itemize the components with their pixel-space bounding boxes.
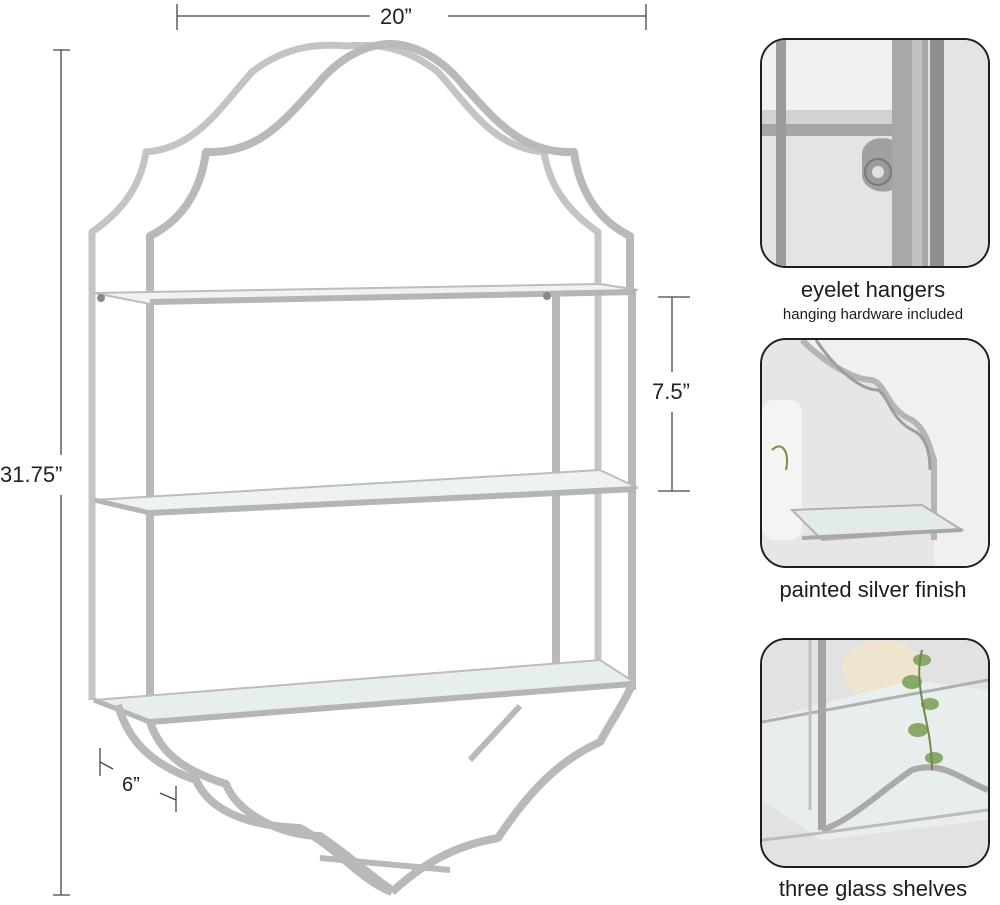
height-dimension-line bbox=[53, 49, 70, 896]
silver-finish-detail-panel bbox=[760, 338, 990, 568]
bottom-glass-shelf bbox=[93, 658, 637, 726]
shelf-spacing-dimension-line bbox=[658, 296, 690, 492]
middle-glass-shelf bbox=[93, 468, 639, 516]
silver-finish-caption: painted silver finish bbox=[779, 577, 967, 602]
bottom-scalloped-base bbox=[114, 682, 636, 896]
top-glass-shelf bbox=[93, 282, 639, 306]
depth-dimension-line bbox=[99, 748, 177, 812]
shelf-spacing-label: 7.5” bbox=[652, 379, 690, 404]
depth-label: 6” bbox=[122, 774, 140, 796]
wall-shelf-illustration bbox=[53, 4, 690, 896]
width-dimension-line bbox=[176, 4, 647, 30]
glass-shelves-detail-panel bbox=[760, 638, 990, 868]
shelf-front-frame bbox=[146, 40, 636, 720]
eyelet-hanger-detail-panel bbox=[760, 38, 990, 268]
eyelet-hanger-detail bbox=[762, 40, 988, 266]
glass-shelves-caption: three glass shelves bbox=[778, 876, 968, 901]
eyelet-left-icon bbox=[97, 294, 105, 302]
eyelet-hangers-caption: eyelet hangers bbox=[800, 277, 946, 302]
height-label: 31.75” bbox=[0, 462, 63, 487]
width-label: 20” bbox=[380, 4, 412, 29]
silver-finish-detail bbox=[762, 340, 988, 566]
eyelet-right-icon bbox=[543, 292, 551, 300]
eyelet-hangers-subcaption: hanging hardware included bbox=[782, 306, 964, 323]
glass-shelves-detail bbox=[762, 640, 988, 866]
